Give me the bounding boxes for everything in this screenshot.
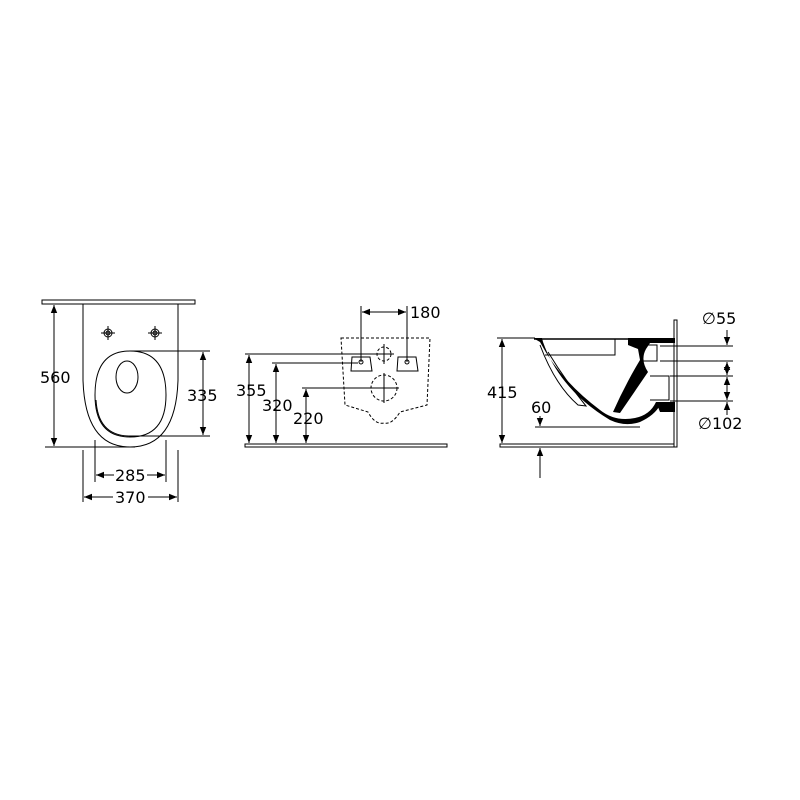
wall-view: 180 355 320 220 (236, 303, 448, 448)
dimension-label-335: 335 (187, 386, 218, 405)
wall-line (673, 319, 678, 448)
dimension-label-355: 355 (236, 381, 267, 400)
dimension-label-560: 560 (40, 368, 71, 387)
dimension-label-220: 220 (293, 409, 324, 428)
wall-plate (41, 299, 196, 305)
dimension-label-285: 285 (115, 466, 146, 485)
seat-outline (94, 350, 167, 438)
front-view: 560 335 285 370 (40, 299, 218, 507)
dimension-label-320: 320 (262, 396, 293, 415)
mounting-outline (340, 337, 431, 424)
seat-lid-hole (115, 360, 139, 394)
fixing-bolt-icon (148, 326, 162, 340)
floor-line (499, 443, 678, 448)
rear-section (613, 338, 675, 413)
dimension-label-diameter-102: ∅102 (698, 414, 742, 433)
dimension-label-60: 60 (531, 398, 551, 417)
dimension-label-180: 180 (410, 303, 441, 322)
floor-line (244, 443, 448, 448)
side-view: 415 60 ∅55 ∅102 (487, 309, 742, 478)
bolt-pad-left (350, 356, 373, 372)
dimension-label-415: 415 (487, 383, 518, 402)
bolt-pad-right (396, 356, 419, 372)
bowl-profile (533, 338, 660, 425)
dimension-label-diameter-55: ∅55 (702, 309, 736, 328)
dimension-label-370: 370 (115, 488, 146, 507)
outlet-crosshair-icon (369, 373, 399, 403)
fixing-bolt-icon (101, 326, 115, 340)
